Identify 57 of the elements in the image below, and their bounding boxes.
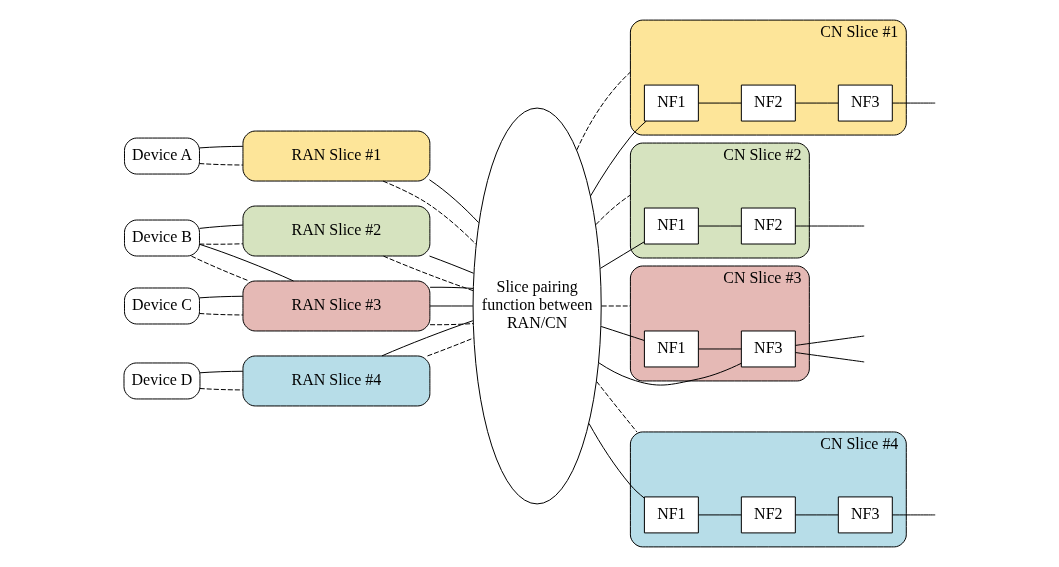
connector [697,514,742,516]
connector [794,514,839,516]
node-box: Device D [123,362,200,400]
node-box: NF1 [643,496,699,534]
connector [426,337,474,357]
connector [382,255,473,292]
connector [198,163,243,166]
connector [575,71,631,151]
node-box: NF2 [740,84,796,122]
connector [594,194,631,226]
connector [198,243,243,245]
connector [697,225,742,227]
node-box: NF3 [837,84,893,122]
connector [600,305,631,307]
node-box: Device A [123,137,200,175]
connector [429,286,474,289]
connector [382,180,477,245]
connector [198,224,243,229]
connector [198,145,243,149]
node-box: NF3 [837,496,893,534]
connector [595,380,637,433]
connector [199,370,243,374]
node-box: Device C [123,287,200,325]
connector [199,388,243,391]
connector [429,323,474,326]
connector [599,241,645,269]
node-box: RAN Slice #2 [241,205,430,257]
node-ellipse: Slice pairing function between RAN/CN [472,107,602,505]
node-box: NF2 [740,207,796,245]
connector [198,295,243,299]
connector [891,102,936,104]
connector [429,305,473,307]
connector [794,352,865,363]
node-box: NF1 [643,207,699,245]
connector [198,243,294,282]
node-box: NF1 [643,84,699,122]
connector [589,120,647,197]
connector [794,335,865,346]
connector [198,313,243,316]
connector [794,225,865,227]
node-box: RAN Slice #3 [241,280,430,332]
connector [891,514,936,516]
node-box: NF3 [740,330,796,368]
node-box: Device B [123,219,200,257]
connector [794,102,839,104]
node-box: RAN Slice #1 [241,130,430,182]
connector [190,255,250,282]
connector [697,348,742,350]
node-box: NF2 [740,496,796,534]
connector [428,255,474,274]
connector [697,102,742,104]
node-box: RAN Slice #4 [241,355,430,407]
node-box: NF1 [643,330,699,368]
connector [588,422,645,499]
connector [381,320,473,357]
connector [428,179,479,224]
connector [597,362,742,386]
